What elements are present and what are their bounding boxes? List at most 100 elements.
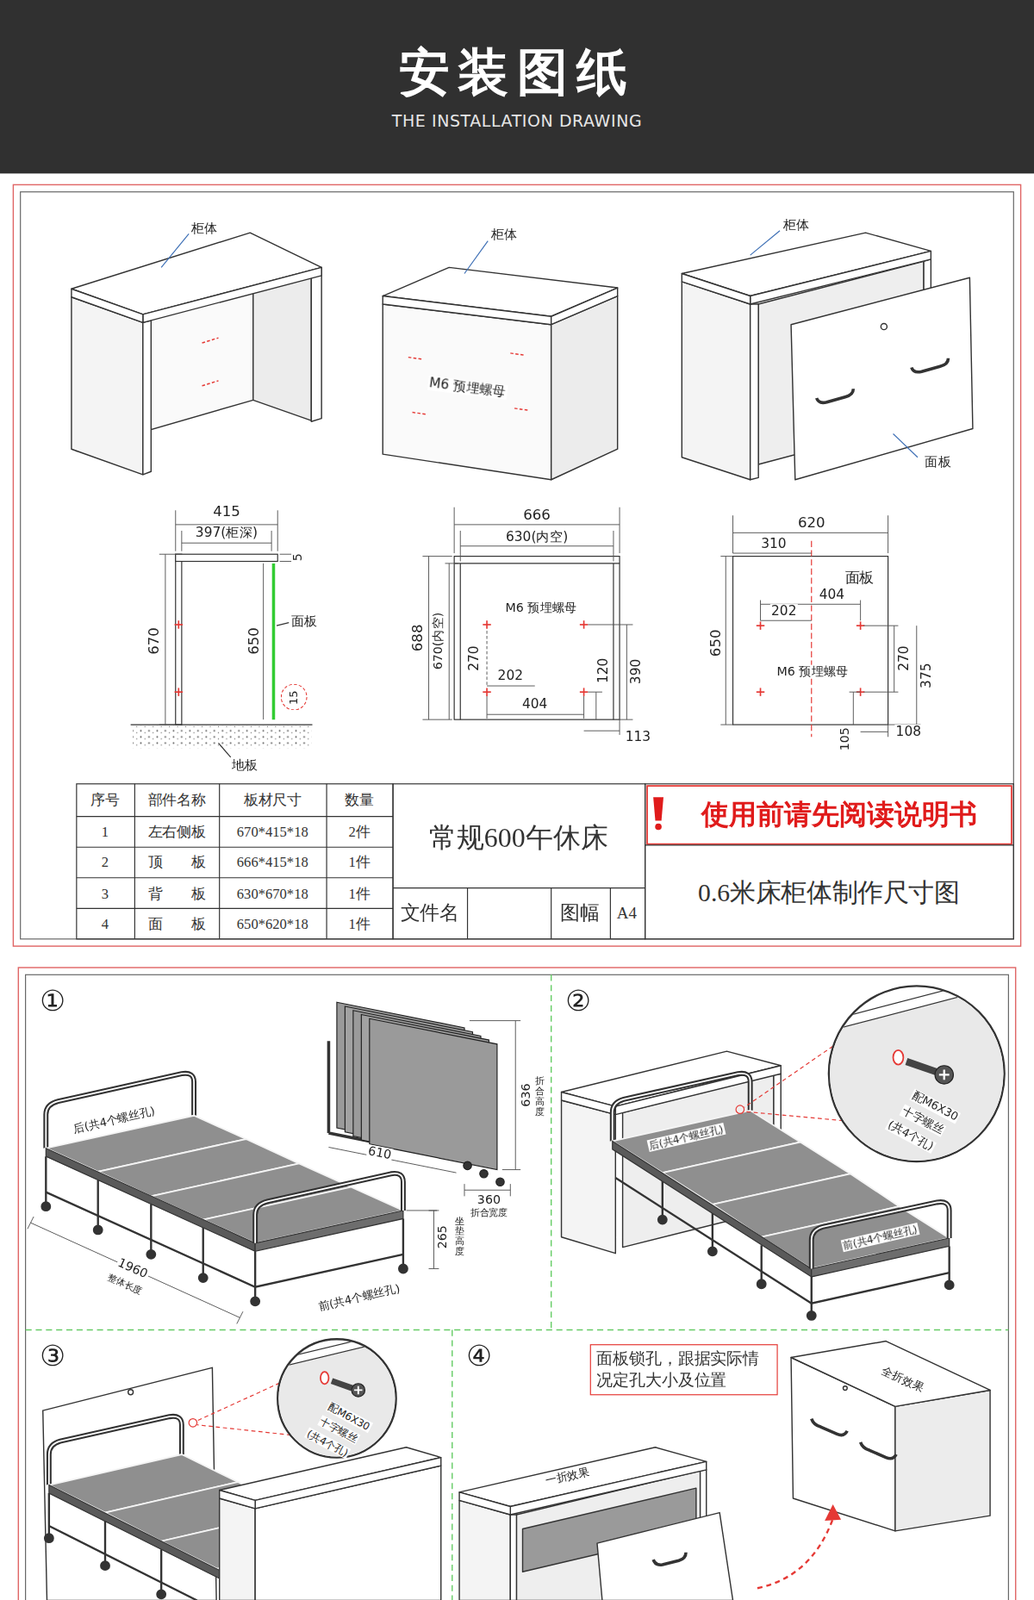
part-label: 柜体 — [781, 218, 810, 233]
dimension-value: 375 — [919, 661, 935, 690]
cabinet-sketch — [597, 1513, 734, 1600]
folding-bed — [612, 1110, 950, 1270]
note-text: 面板锁孔，跟据实际情况定孔大小及位置 — [596, 1348, 773, 1391]
table-cell: 1件 — [347, 886, 371, 903]
section-drawing — [130, 723, 313, 725]
magnifier-detail — [188, 1331, 396, 1460]
folded-bed — [369, 1018, 498, 1170]
section-drawing — [272, 563, 276, 720]
table-cell: 666*415*18 — [236, 854, 310, 871]
table-cell: A4 — [616, 904, 639, 923]
fold-arrow — [757, 1519, 834, 1589]
leader-line — [276, 622, 289, 627]
cabinet-sketch — [143, 267, 322, 323]
cabinet-sketch — [459, 1492, 511, 1515]
dimension-value: 108 — [894, 724, 922, 740]
folding-bed — [398, 1264, 407, 1273]
table-cell: 3 — [100, 886, 111, 903]
back-panel-drawing — [454, 556, 620, 721]
face-panel — [128, 1389, 134, 1396]
magnifier-detail — [277, 1339, 396, 1368]
dimension-line — [733, 553, 812, 555]
dimension-value: 610 — [366, 1144, 394, 1163]
cabinet-sketch — [382, 296, 551, 325]
section-drawing — [174, 620, 183, 629]
dimension-value: 670 — [146, 626, 162, 656]
part-label: 前(共4个螺丝孔) — [316, 1283, 403, 1315]
leader-line — [161, 230, 918, 758]
step-panel: ① — [25, 974, 552, 1330]
dimension-value: 265 — [436, 1224, 450, 1251]
table-grid — [645, 784, 1015, 940]
dimension-line — [720, 515, 921, 737]
cabinet-sketch — [895, 1389, 991, 1531]
dimension-line — [262, 563, 264, 720]
fold-arrow — [824, 1504, 841, 1521]
table-cell: 板材尺寸 — [242, 792, 303, 809]
part-label: 面板 — [844, 569, 876, 586]
table-cell: 数量 — [343, 792, 375, 809]
folding-bed — [199, 1273, 207, 1282]
dimension-line — [888, 625, 922, 725]
folding-bed — [100, 1561, 109, 1570]
cabinet-sketch — [561, 1100, 617, 1254]
cabinet-sketch — [219, 1447, 442, 1600]
magnifier-detail — [939, 1069, 950, 1080]
leader-line — [893, 433, 918, 457]
table-cell: 背 板 — [147, 886, 207, 903]
leader-line — [464, 241, 488, 275]
magnifier-detail — [828, 974, 1005, 1021]
step-panel: ③ — [25, 1330, 453, 1600]
dimension-value: 310 — [759, 536, 788, 552]
folding-bed — [811, 1202, 950, 1269]
table-grid — [134, 784, 327, 940]
part-label: M6 预埋螺母 — [775, 665, 849, 679]
cabinet-sketch — [382, 304, 551, 480]
magnifier-detail — [320, 1371, 329, 1384]
table-cell: 1件 — [347, 854, 371, 871]
face-panel-drawing — [733, 556, 889, 725]
folding-bed — [93, 1226, 102, 1234]
table-grid — [647, 785, 1012, 845]
dimension-line — [469, 1021, 521, 1171]
table-cell: 2 — [100, 854, 111, 871]
step-number: ① — [39, 987, 66, 1016]
folding-bed — [708, 1247, 717, 1256]
back-panel-drawing — [454, 563, 620, 720]
face-panel-drawing — [810, 541, 812, 737]
cabinet-sketch — [219, 1490, 256, 1509]
dimension-line — [422, 556, 452, 721]
table-cell: 图幅 — [559, 903, 600, 925]
folding-bed — [42, 1202, 50, 1210]
step-panel: ② — [551, 974, 1010, 1330]
folding-bed — [612, 1140, 812, 1277]
magnifier-detail — [188, 1419, 197, 1427]
folding-bed — [811, 1202, 950, 1269]
dimension-line — [405, 1210, 439, 1270]
folding-bed — [250, 1297, 259, 1306]
cabinet-sketch — [202, 380, 219, 387]
warning-icon — [654, 823, 662, 831]
folding-bed — [757, 1279, 766, 1288]
panel-frame — [12, 184, 1021, 1600]
folding-bed — [255, 1210, 404, 1252]
folding-bed — [45, 1148, 256, 1253]
dimension-value: 670(内空) — [432, 610, 447, 671]
section-drawing — [174, 687, 183, 696]
table-cell: 1件 — [347, 916, 371, 933]
dimension-value: 650 — [246, 626, 262, 656]
face-panel-drawing — [756, 621, 765, 630]
dimension-line — [860, 724, 889, 737]
dimension-line — [486, 696, 585, 719]
magnifier-detail — [828, 974, 1005, 1164]
table-grid — [392, 784, 646, 940]
fold-arrow — [757, 1504, 841, 1589]
title-band: 安装图纸THE INSTALLATION DRAWING — [0, 0, 1034, 174]
face-panel-drawing — [733, 541, 889, 737]
note-text: 使用前请先阅读说明书 — [700, 799, 978, 830]
cabinet-sketch — [681, 281, 750, 480]
dimension-value: 折合宽度 — [469, 1208, 509, 1220]
dimension-value: 202 — [496, 668, 524, 684]
folding-bed — [255, 1173, 404, 1244]
dimension-value: 折合高度 — [535, 1077, 545, 1118]
